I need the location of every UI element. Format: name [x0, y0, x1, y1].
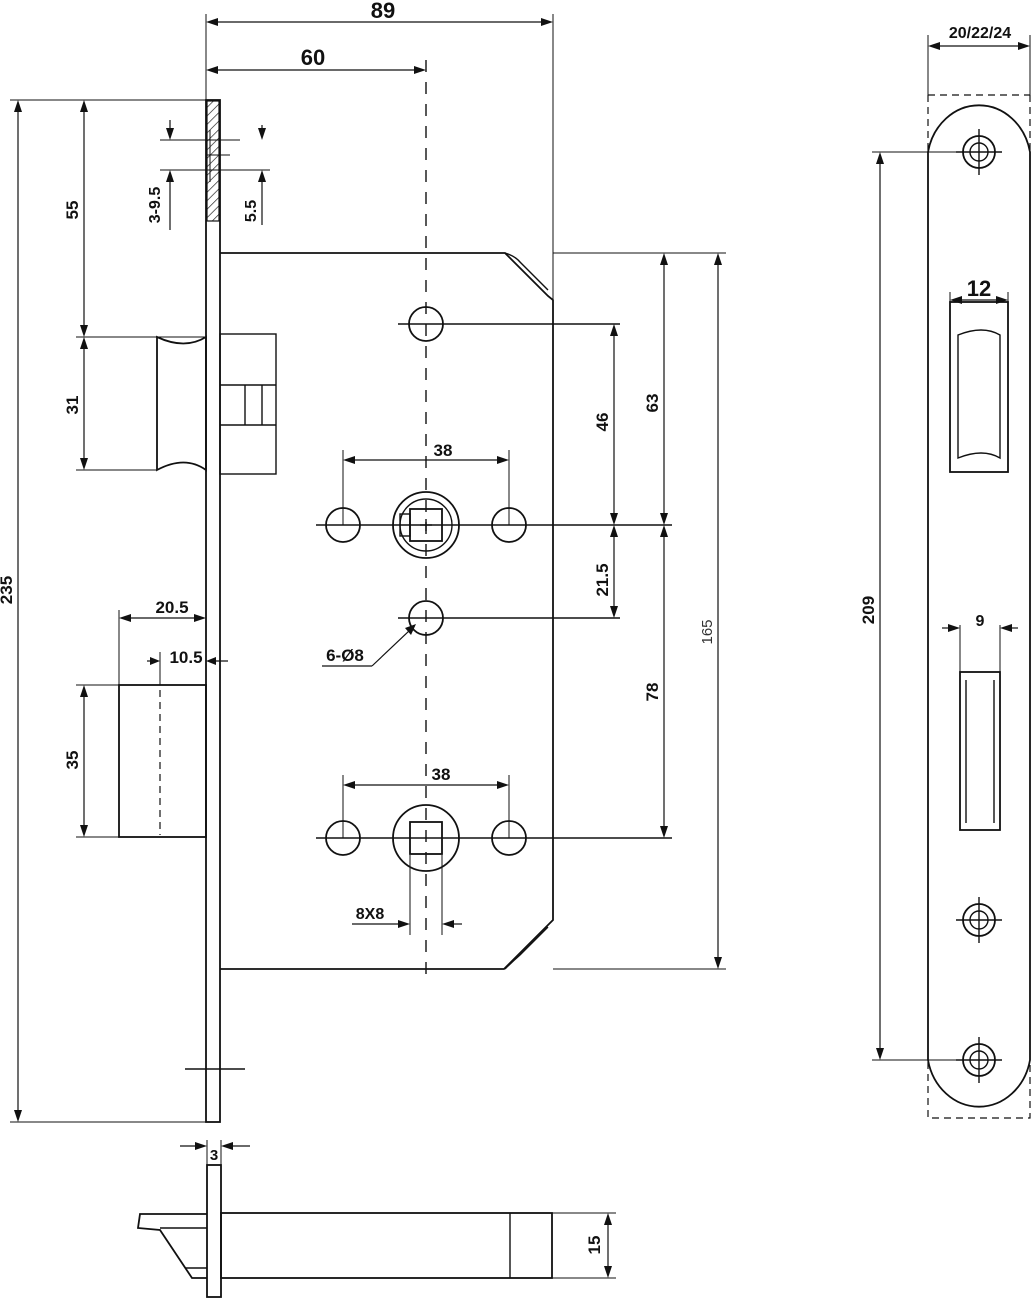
dim-hole-callout: 6-Ø8	[326, 646, 364, 665]
dim-bolt-projection: 10.5	[169, 648, 202, 667]
dim-plate-thickness: 3	[210, 1147, 218, 1164]
dim-bolt-thickness: 15	[585, 1236, 604, 1255]
dim-hole-spacing-top: 38	[434, 441, 453, 460]
dim-strike-bolt-opening: 9	[976, 613, 985, 630]
strike-screw-hole-middle	[956, 897, 1002, 943]
dim-strike-screw-spacing: 209	[859, 596, 878, 624]
lock-case	[220, 252, 554, 970]
dim-square-spindle: 8X8	[356, 906, 385, 923]
faceplate	[205, 99, 221, 1123]
faceplate-hatched-section	[206, 100, 220, 222]
dim-latch-height: 31	[63, 396, 82, 415]
bolt-side-view	[136, 1140, 616, 1298]
dimension-lines	[10, 14, 726, 1123]
spindle-hub	[316, 491, 672, 559]
dim-screw-slot: 3-9.5	[147, 187, 164, 224]
dim-top-hole-to-spindle: 46	[593, 413, 612, 432]
strike-plate	[872, 35, 1031, 1119]
dim-case-height: 165	[699, 619, 716, 644]
dim-strike-latch-opening: 12	[967, 276, 991, 301]
dim-faceplate-length: 235	[0, 576, 16, 604]
dim-hole-spacing-bottom: 38	[432, 765, 451, 784]
latch-bolt	[156, 333, 277, 475]
front-view	[118, 60, 672, 1123]
dim-top-to-latch: 55	[63, 201, 82, 220]
dead-bolt	[118, 684, 207, 838]
dim-case-top-to-spindle: 63	[643, 394, 662, 413]
dim-latch-projection: 20.5	[155, 598, 188, 617]
dim-spindle-to-middle-hole: 21.5	[593, 563, 612, 596]
dim-backset: 60	[301, 45, 325, 70]
dim-bolt-height: 35	[63, 751, 82, 770]
dim-screw-step: 5.5	[243, 200, 260, 222]
dim-spindle-to-cylinder: 78	[643, 683, 662, 702]
dimension-labels: 89 60 235 55 31 3-9.5 5.5 38 38 46 63 21…	[0, 0, 1011, 1254]
strike-bolt-opening	[959, 671, 1001, 831]
fixing-hole-top	[398, 306, 620, 342]
dim-total-depth: 89	[371, 0, 395, 23]
strike-latch-opening	[949, 301, 1009, 473]
fixing-hole-middle	[398, 600, 620, 636]
dim-strike-width: 20/22/24	[949, 25, 1011, 42]
